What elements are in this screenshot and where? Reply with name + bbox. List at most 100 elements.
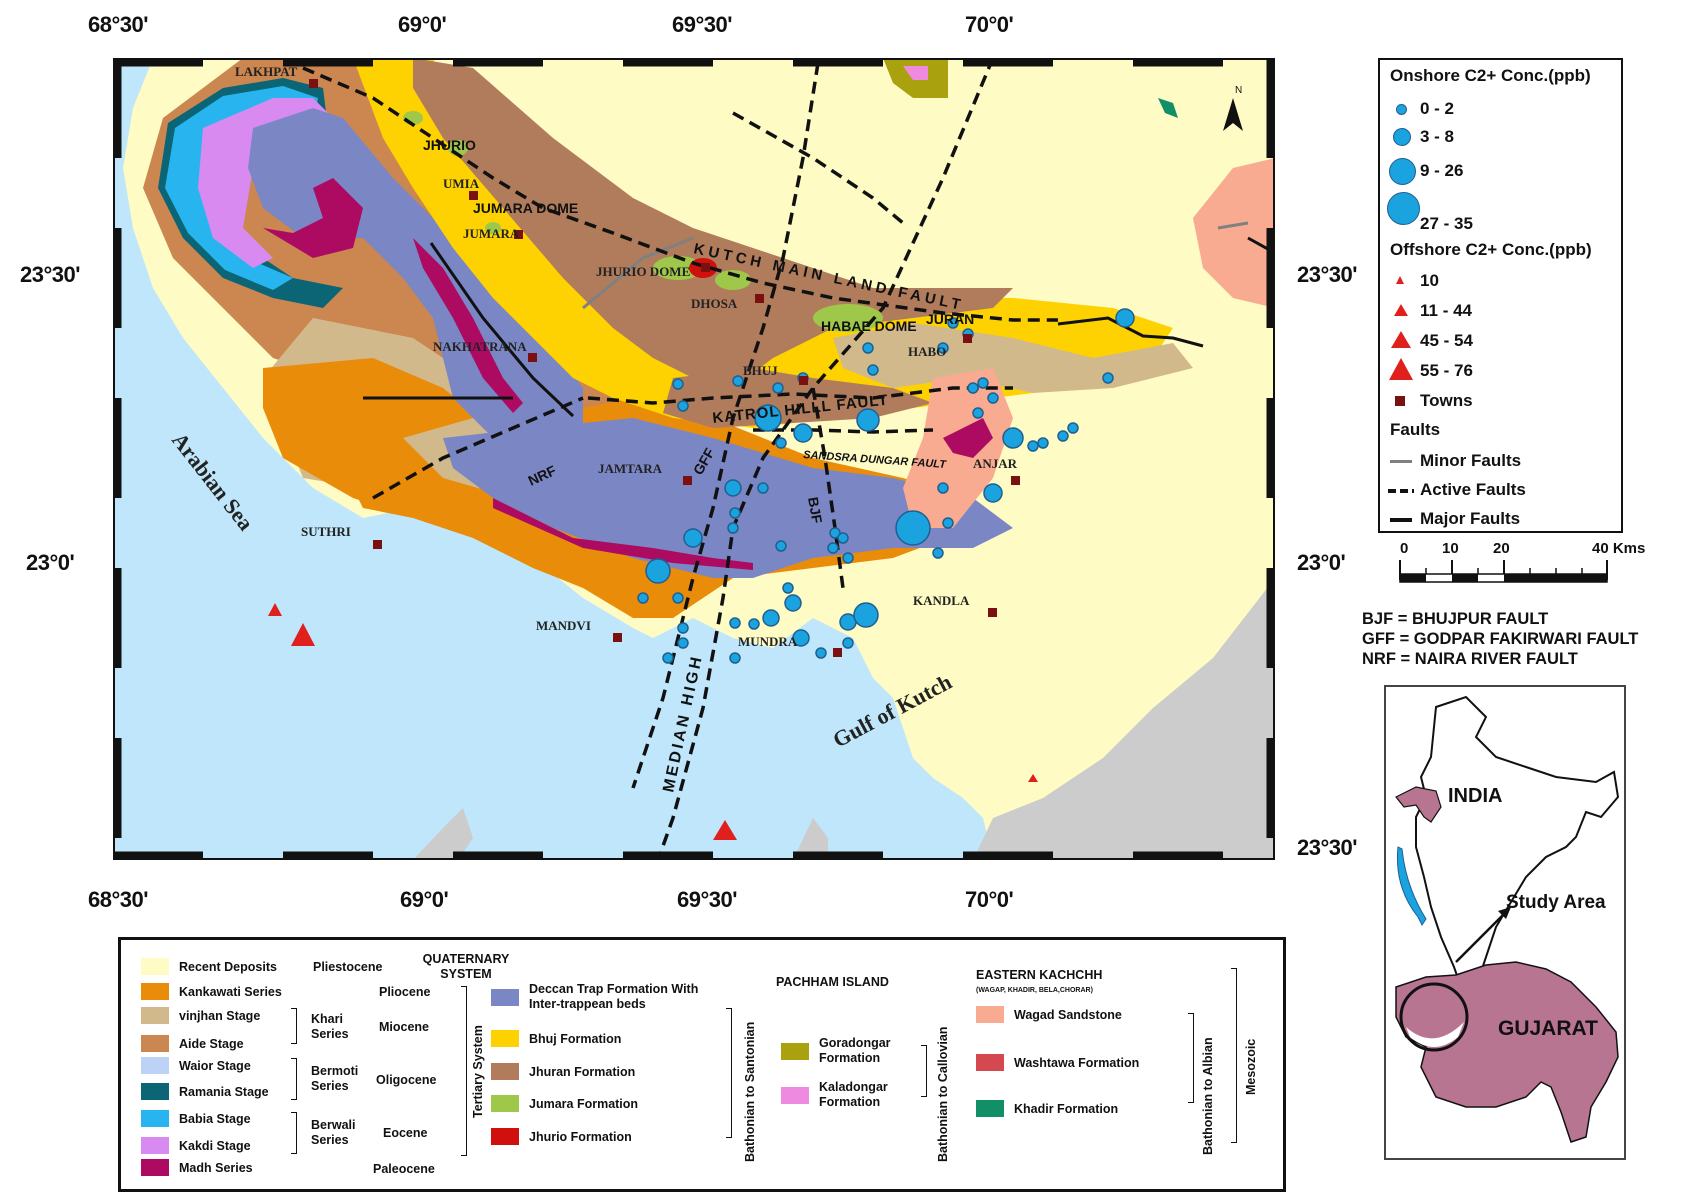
blue-arrow-icon [1396, 846, 1427, 926]
swatch-bhuj [491, 1030, 519, 1047]
minor-fault-line-icon [1390, 460, 1412, 463]
swatch-kakdi [141, 1137, 169, 1154]
legend-label: Ramania Stage [179, 1084, 269, 1099]
india-outline [1415, 695, 1620, 988]
onshore-class-label: 27 - 35 [1420, 214, 1473, 233]
svg-text:UMIA: UMIA [443, 176, 480, 191]
swatch-madh [141, 1159, 169, 1176]
legend-label: Bhuj Formation [529, 1031, 622, 1046]
legend-label: Deccan Trap Formation With Inter-trappea… [529, 982, 699, 1011]
location-inset-map: INDIA Study Area GUJARAT [1384, 685, 1626, 1160]
offshore-triangle-icon [1394, 304, 1408, 316]
offshore-legend-title: Offshore C2+ Conc.(ppb) [1390, 240, 1592, 259]
legend-label: Kankawati Series [179, 984, 282, 999]
legend-label: Khadir Formation [1014, 1101, 1119, 1116]
india-label: INDIA [1448, 785, 1503, 807]
onshore-class-label: 3 - 8 [1420, 127, 1455, 146]
svg-text:SUTHRI: SUTHRI [301, 524, 351, 539]
swatch-recent-deposits [141, 958, 169, 975]
epoch-paleocene: Paleocene [373, 1162, 435, 1176]
bottom-tick-label: 69°0' [400, 887, 449, 912]
concentration-legend: Onshore C2+ Conc.(ppb) 0 - 2 3 - 8 9 - 2… [1378, 58, 1623, 533]
khari-series: Khari Series [311, 1012, 349, 1041]
abbreviation-bjf: BJF = BHUJPUR FAULT [1362, 610, 1549, 628]
town-label: LAKHPAT [235, 64, 298, 79]
north-arrow-icon [1223, 98, 1243, 131]
berwali-series: Berwali Series [311, 1118, 356, 1147]
svg-text:HABAE DOME: HABAE DOME [821, 318, 917, 334]
svg-text:ANJAR: ANJAR [973, 456, 1018, 471]
era-mesozoic: Mesozoic [1244, 1038, 1258, 1095]
swatch-kaladongar [781, 1086, 809, 1104]
legend-label: Jhurio Formation [529, 1129, 632, 1144]
svg-text:JHURIO: JHURIO [423, 137, 476, 153]
right-tick-label: 23°0' [1297, 550, 1346, 575]
bottom-tick-label: 68°30' [88, 887, 148, 912]
faults-title: Faults [1390, 420, 1441, 439]
top-tick-label: 70°0' [965, 12, 1014, 37]
svg-text:MANDVI: MANDVI [536, 618, 591, 633]
left-tick-label: 23°0' [26, 550, 75, 575]
swatch-kankawati [141, 983, 169, 1000]
onshore-legend-title: Onshore C2+ Conc.(ppb) [1390, 66, 1591, 85]
onshore-circle-icon [1396, 104, 1407, 115]
legend-label: Kakdi Stage [179, 1138, 251, 1153]
swatch-wagad [976, 1006, 1004, 1023]
offshore-triangle-icon [1396, 276, 1404, 284]
onshore-circle-icon [1393, 128, 1411, 146]
study-area-label: Study Area [1506, 892, 1606, 913]
geology-legend: Recent Deposits Kankawati Series vinjhan… [118, 937, 1286, 1192]
svg-text:JUMARA DOME: JUMARA DOME [473, 200, 578, 216]
legend-label: Recent Deposits [179, 959, 277, 974]
swatch-vinjhan [141, 1007, 169, 1024]
svg-text:KANDLA: KANDLA [913, 593, 970, 608]
scale-bar-graphic [1399, 560, 1608, 583]
svg-text:BJF: BJF [805, 496, 825, 525]
geological-map: LAKHPAT JHURIO UMIA JUMARA DOME JUMARA J… [113, 58, 1275, 860]
town-square-icon [1395, 396, 1405, 406]
bottom-tick-label: 69°30' [677, 887, 737, 912]
scale-label: 0 [1400, 540, 1409, 557]
fault-type-label: Minor Faults [1420, 451, 1522, 470]
svg-text:BHUJ: BHUJ [743, 363, 778, 378]
offshore-class-label: 55 - 76 [1420, 361, 1473, 380]
svg-text:JURAN: JURAN [926, 311, 974, 327]
onshore-circle-icon [1387, 192, 1420, 225]
epoch-pliocene: Pliocene [379, 985, 431, 999]
age-bathonian-santonian: Bathonian to Santonian [743, 1021, 757, 1162]
swatch-deccan-trap [491, 988, 519, 1006]
swatch-khadir [976, 1100, 1004, 1117]
onshore-class-label: 9 - 26 [1420, 161, 1464, 180]
swatch-goradongar [781, 1042, 809, 1060]
swatch-aide [141, 1035, 169, 1052]
legend-label: Jumara Formation [529, 1096, 639, 1111]
scale-label: 10 [1442, 540, 1459, 557]
major-fault-line-icon [1390, 518, 1412, 522]
svg-text:NAKHATRANA: NAKHATRANA [433, 339, 527, 354]
swatch-washtawa [976, 1054, 1004, 1071]
epoch-oligocene: Oligocene [376, 1073, 437, 1087]
scale-label: 20 [1493, 540, 1510, 557]
right-tick-label: 23°30' [1297, 835, 1357, 860]
right-tick-label: 23°30' [1297, 262, 1357, 287]
legend-label: Babia Stage [179, 1111, 251, 1126]
legend-label: Aide Stage [179, 1036, 244, 1051]
top-tick-label: 69°30' [672, 12, 732, 37]
svg-text:MUNDRA: MUNDRA [738, 634, 798, 649]
svg-text:HABO: HABO [908, 344, 946, 359]
towns-label: Towns [1420, 391, 1473, 410]
quaternary-system: QUATERNARY SYSTEM [422, 952, 510, 981]
active-fault-line-icon [1388, 489, 1414, 493]
epoch-pliestocene: Pliestocene [313, 960, 383, 974]
legend-label: Kaladongar Formation [819, 1080, 888, 1109]
scale-label: 40 Kms [1592, 540, 1646, 557]
legend-label: Wagad Sandstone [1014, 1007, 1122, 1022]
offshore-triangle-icon [1389, 358, 1413, 380]
legend-label: Goradongar Formation [819, 1036, 891, 1065]
gujarat-small [1395, 786, 1442, 823]
age-bathonian-callovian: Bathonian to Callovian [936, 1026, 950, 1162]
swatch-babia [141, 1110, 169, 1127]
legend-label: Washtawa Formation [1014, 1055, 1140, 1070]
fault-type-label: Active Faults [1420, 480, 1526, 499]
offshore-class-label: 10 [1420, 271, 1439, 290]
